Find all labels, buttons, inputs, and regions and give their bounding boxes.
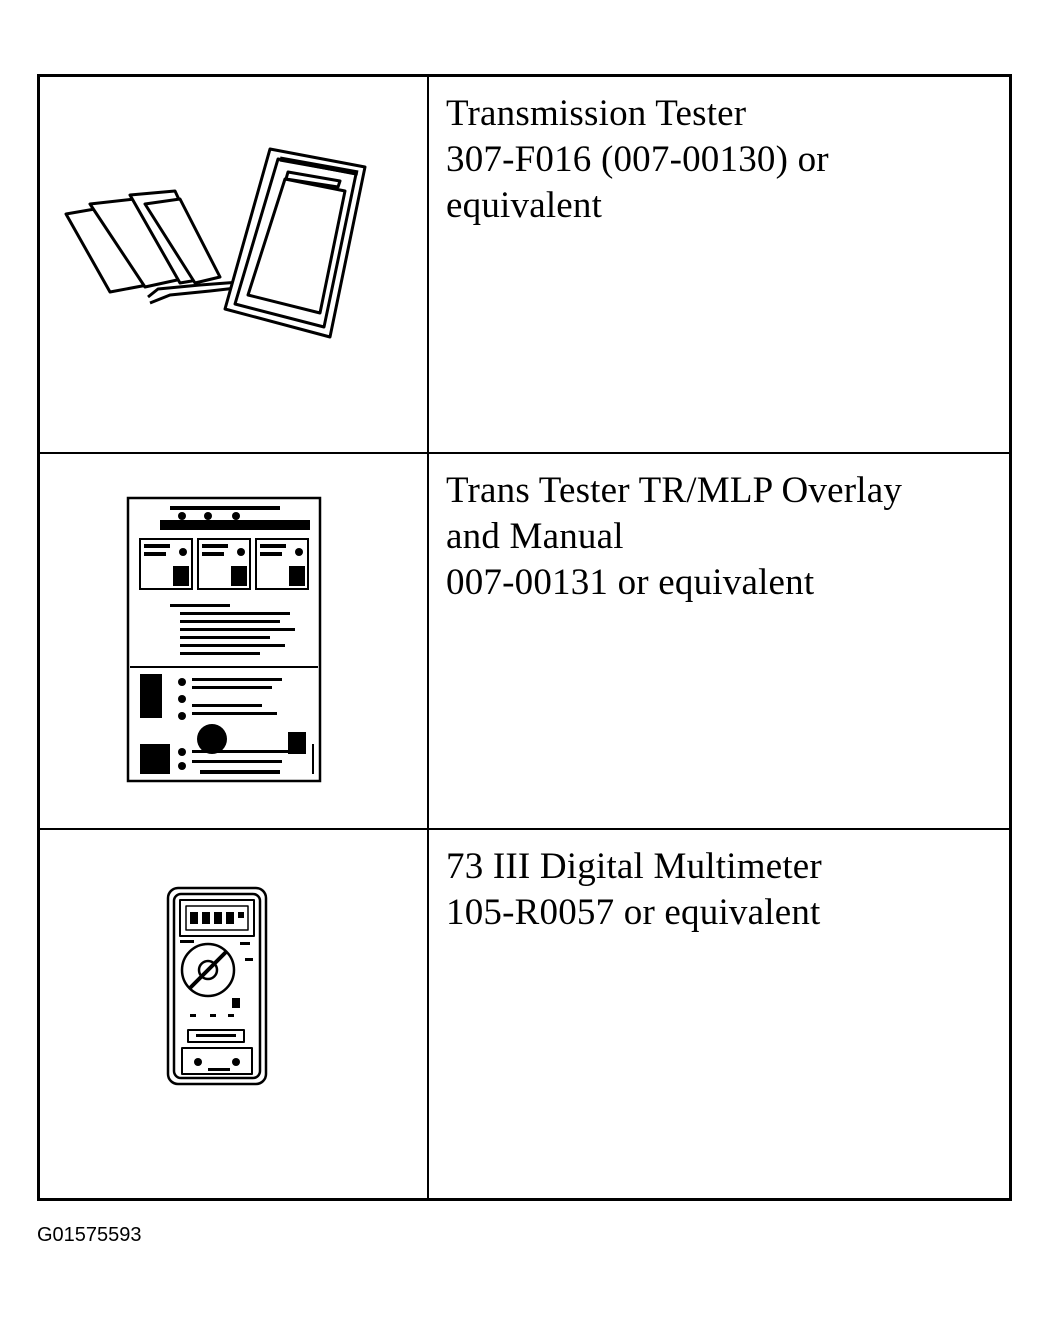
tool-image-cell [40, 830, 429, 1198]
tool-image-cell [40, 454, 429, 828]
tool-description: 73 III Digital Multimeter 105-R0057 or e… [431, 830, 1009, 1198]
overlay-manual-illustration-icon [126, 496, 322, 783]
table-row: 73 III Digital Multimeter 105-R0057 or e… [40, 830, 1009, 1198]
tool-number-line: 105-R0057 or equivalent [446, 892, 821, 933]
figure-id: G01575593 [37, 1224, 142, 1246]
tool-name-line: and Manual [446, 516, 624, 557]
digital-multimeter-illustration-icon [166, 886, 268, 1086]
tool-description: Trans Tester TR/MLP Overlay and Manual 0… [431, 454, 1009, 828]
tool-number-line: 007-00131 or equivalent [446, 562, 815, 603]
transmission-tester-illustration-icon [64, 147, 367, 339]
special-tools-table: Transmission Tester 307-F016 (007-00130)… [37, 74, 1012, 1201]
tool-image-cell [40, 77, 429, 452]
tool-name-line: 73 III Digital Multimeter [446, 846, 822, 887]
tool-equivalent-line: equivalent [446, 185, 603, 226]
tool-name-line: Transmission Tester [446, 93, 747, 134]
table-row: Trans Tester TR/MLP Overlay and Manual 0… [40, 454, 1009, 830]
tool-description: Transmission Tester 307-F016 (007-00130)… [431, 77, 1009, 452]
table-row: Transmission Tester 307-F016 (007-00130)… [40, 77, 1009, 454]
tool-name-line: Trans Tester TR/MLP Overlay [446, 470, 903, 511]
tool-number-line: 307-F016 (007-00130) or [446, 139, 829, 180]
